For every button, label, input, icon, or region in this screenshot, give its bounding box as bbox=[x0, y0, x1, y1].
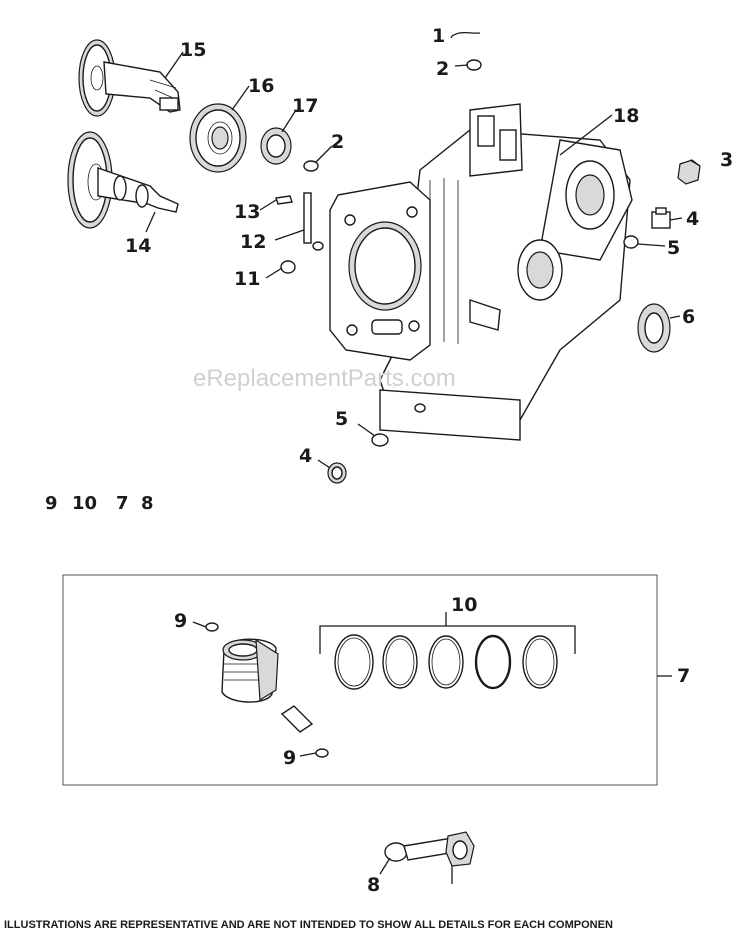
washer-part-5-lower bbox=[371, 433, 389, 447]
label-part-3: 3 bbox=[720, 149, 733, 171]
rod-part-12 bbox=[303, 192, 324, 251]
label-part-14: 14 bbox=[125, 235, 151, 257]
label-part-7: 7 bbox=[677, 665, 690, 687]
label-part-2-mid: 2 bbox=[331, 131, 344, 153]
label-part-17: 17 bbox=[292, 95, 318, 117]
label-part-6: 6 bbox=[682, 306, 695, 328]
plug-part-4-right bbox=[651, 207, 671, 229]
main-bearing bbox=[189, 103, 247, 173]
label-part-12: 12 bbox=[240, 231, 266, 253]
label-part-4: 4 bbox=[686, 208, 699, 230]
label-part-15: 15 bbox=[180, 39, 206, 61]
kit-sequence: 9 10 7 8 bbox=[45, 493, 154, 514]
kit-seq-item: 7 bbox=[116, 493, 129, 514]
connecting-rod bbox=[384, 831, 475, 884]
nut-part-3 bbox=[677, 159, 701, 185]
label-part-10: 10 bbox=[451, 594, 477, 616]
label-part-13: 13 bbox=[234, 201, 260, 223]
label-part-1: 1 bbox=[432, 25, 445, 47]
label-part-5: 5 bbox=[667, 237, 680, 259]
camshaft-gear-upper bbox=[78, 39, 181, 117]
piston bbox=[221, 638, 279, 703]
circlip-top bbox=[205, 622, 219, 632]
kit-seq-item: 10 bbox=[72, 493, 97, 514]
footer-disclaimer: ILLUSTRATIONS ARE REPRESENTATIVE AND ARE… bbox=[4, 919, 613, 931]
pin-part-1 bbox=[451, 31, 481, 37]
label-part-18: 18 bbox=[613, 105, 639, 127]
kit-seq-item: 8 bbox=[141, 493, 154, 514]
camshaft-gear-lower bbox=[67, 131, 179, 229]
washer-part-5-right bbox=[623, 235, 639, 249]
kit-seq-item: 9 bbox=[45, 493, 58, 514]
label-part-5-lower: 5 bbox=[335, 408, 348, 430]
plug-part-4-lower bbox=[327, 462, 347, 484]
label-part-9-lower: 9 bbox=[283, 747, 296, 769]
leader-9a bbox=[192, 621, 207, 628]
washer-part-2-mid bbox=[303, 160, 319, 172]
leader-lines bbox=[145, 35, 701, 469]
crankcase-assembly bbox=[329, 103, 633, 441]
pin-part-13 bbox=[275, 195, 293, 205]
leader-9b bbox=[299, 752, 317, 757]
oil-seal-part-6 bbox=[637, 303, 671, 353]
circlip-bottom bbox=[315, 748, 329, 758]
label-part-9: 9 bbox=[174, 610, 187, 632]
piston-pin bbox=[280, 705, 314, 733]
label-part-16: 16 bbox=[248, 75, 274, 97]
washer-part-2-top bbox=[466, 59, 482, 71]
oil-seal-small bbox=[260, 127, 292, 165]
watermark: eReplacementParts.com bbox=[193, 365, 456, 392]
leader-8 bbox=[379, 857, 391, 875]
piston-kit-box bbox=[62, 574, 672, 786]
plug-part-11 bbox=[280, 260, 296, 274]
label-part-4-lower: 4 bbox=[299, 445, 312, 467]
label-part-2: 2 bbox=[436, 58, 449, 80]
label-part-11: 11 bbox=[234, 268, 260, 290]
label-part-8: 8 bbox=[367, 874, 380, 896]
piston-rings bbox=[319, 612, 576, 690]
